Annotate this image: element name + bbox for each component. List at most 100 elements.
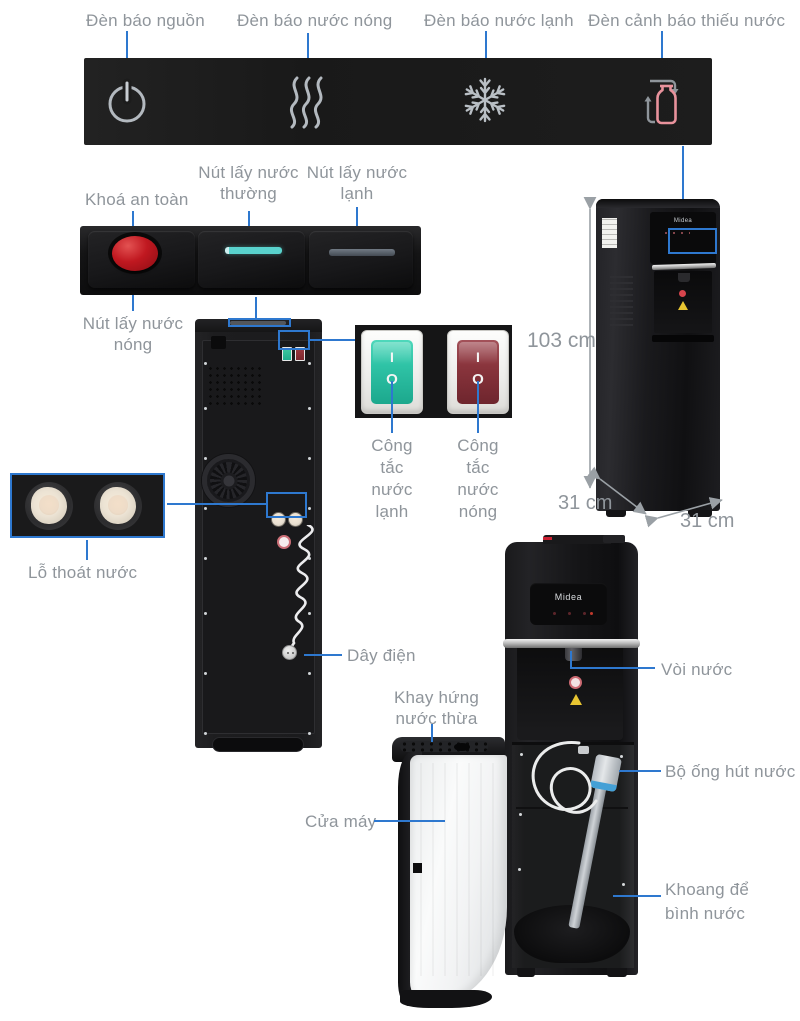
leader-line [126,31,128,77]
caution-sticker [570,694,582,705]
drains-highlight-box [266,492,307,518]
chrome-trim [503,639,640,648]
width-dimension: 31 cm [680,510,735,532]
hot-switch-mini [295,347,305,361]
leader-line [485,31,487,80]
warning-sticker [277,535,291,549]
brand-logo: Midea [673,218,693,224]
rear-panel-view [195,318,322,761]
machine-door [410,755,507,1002]
leader-line [391,381,393,433]
label-water-tap: Vòi nước [661,660,733,679]
control-panel: Midea [530,583,607,625]
label-hot-switch: Công tắc nước nóng [457,436,499,521]
label-normal-water-button: Nút lấy nước thường [198,163,299,203]
leader-line [310,339,355,341]
rear-latch [211,336,226,349]
leader-line [304,654,342,656]
normal-water-strip [225,247,282,254]
dispense-buttons-panel [80,226,421,295]
vent-holes [207,365,265,407]
label-safety-lock: Khoá an toàn [85,190,189,209]
chrome-trim [651,262,717,271]
bottle-refill-icon [644,79,679,125]
cold-water-strip [329,249,395,256]
leader-line [255,297,257,320]
leader-line [619,770,661,772]
mini-switches-highlight-box [278,330,310,350]
side-vents [610,276,633,328]
normal-water-button [198,231,305,288]
leader-line [477,381,479,433]
label-hot-water-button: Nút lấy nước nóng [82,314,184,354]
cold-switch-mini [282,347,292,361]
switch-detail-box: I O I O [355,325,512,418]
brand-logo: Midea [554,592,583,602]
door-bottom [400,990,492,1008]
buttons-highlight-box [228,318,291,327]
warning-sticker [679,290,686,297]
power-plug [282,645,297,660]
label-power-indicator: Đèn báo nguồn [86,11,205,30]
dispenser-side-view: Midea [596,199,720,517]
switch-off-mark: O [386,371,398,388]
screws [204,362,207,365]
power-icon [108,78,146,123]
label-cold-water-button: Nút lấy nước lạnh [306,163,408,203]
leader-line [613,895,661,897]
safety-lock-red-button [112,236,158,271]
heat-icon [289,76,323,129]
snowflake-icon [463,77,507,123]
leader-line [570,667,655,669]
cold-water-button [309,231,413,288]
control-panel-highlight [668,228,717,254]
drain-detail-box [10,473,165,538]
top-buttons-edge [543,535,625,544]
label-drip-tray: Khay hứng nước thừa [393,688,479,728]
label-cold-indicator: Đèn báo nước lạnh [424,11,574,30]
label-power-cord: Dây điện [347,646,416,665]
label-suction-tube: Bộ ống hút nước [665,762,796,781]
door-latch [413,863,422,873]
foot [607,968,627,977]
drip-tray-holes [400,741,488,752]
buttons-edge [230,321,286,325]
drain-plug-zoom [25,482,73,530]
switch-off-mark: O [472,371,484,388]
label-door: Cửa máy [305,812,377,831]
hose-fitting [578,746,589,754]
dispenser-front-view: Midea [503,535,640,977]
rear-body [195,332,322,752]
water-tap [565,648,582,661]
drip-tray-slot [454,743,470,751]
leader-line [374,820,445,822]
screws [520,753,523,756]
dispense-recess [654,271,712,333]
label-low-water-indicator: Đèn cảnh báo thiếu nước [588,11,786,30]
depth-dimension: 31 cm [558,492,613,514]
label-bottle-compartment: Khoang để bình nước [665,880,750,923]
drain-plug-zoom [94,482,142,530]
caution-sticker [678,301,688,310]
energy-label-sticker [599,214,620,252]
rear-handle [212,737,304,752]
leader-line [167,503,266,505]
cold-rocker: I O [371,340,413,404]
switch-on-mark: I [476,349,480,365]
seam [516,807,628,809]
indicator-dots [662,232,690,234]
leader-line [86,540,88,560]
indicator-dots [547,612,593,615]
foot [517,968,535,977]
label-drain-hole: Lỗ thoát nước [28,563,138,582]
water-tap-small [678,273,690,282]
label-cold-switch: Công tắc nước lạnh [371,436,413,521]
leader-line [682,146,684,229]
hot-water-button [88,231,195,288]
leader-line [570,651,572,669]
leader-line [431,724,433,742]
leader-line [661,31,663,73]
indicator-panel [84,58,712,145]
switch-on-mark: I [390,349,394,365]
